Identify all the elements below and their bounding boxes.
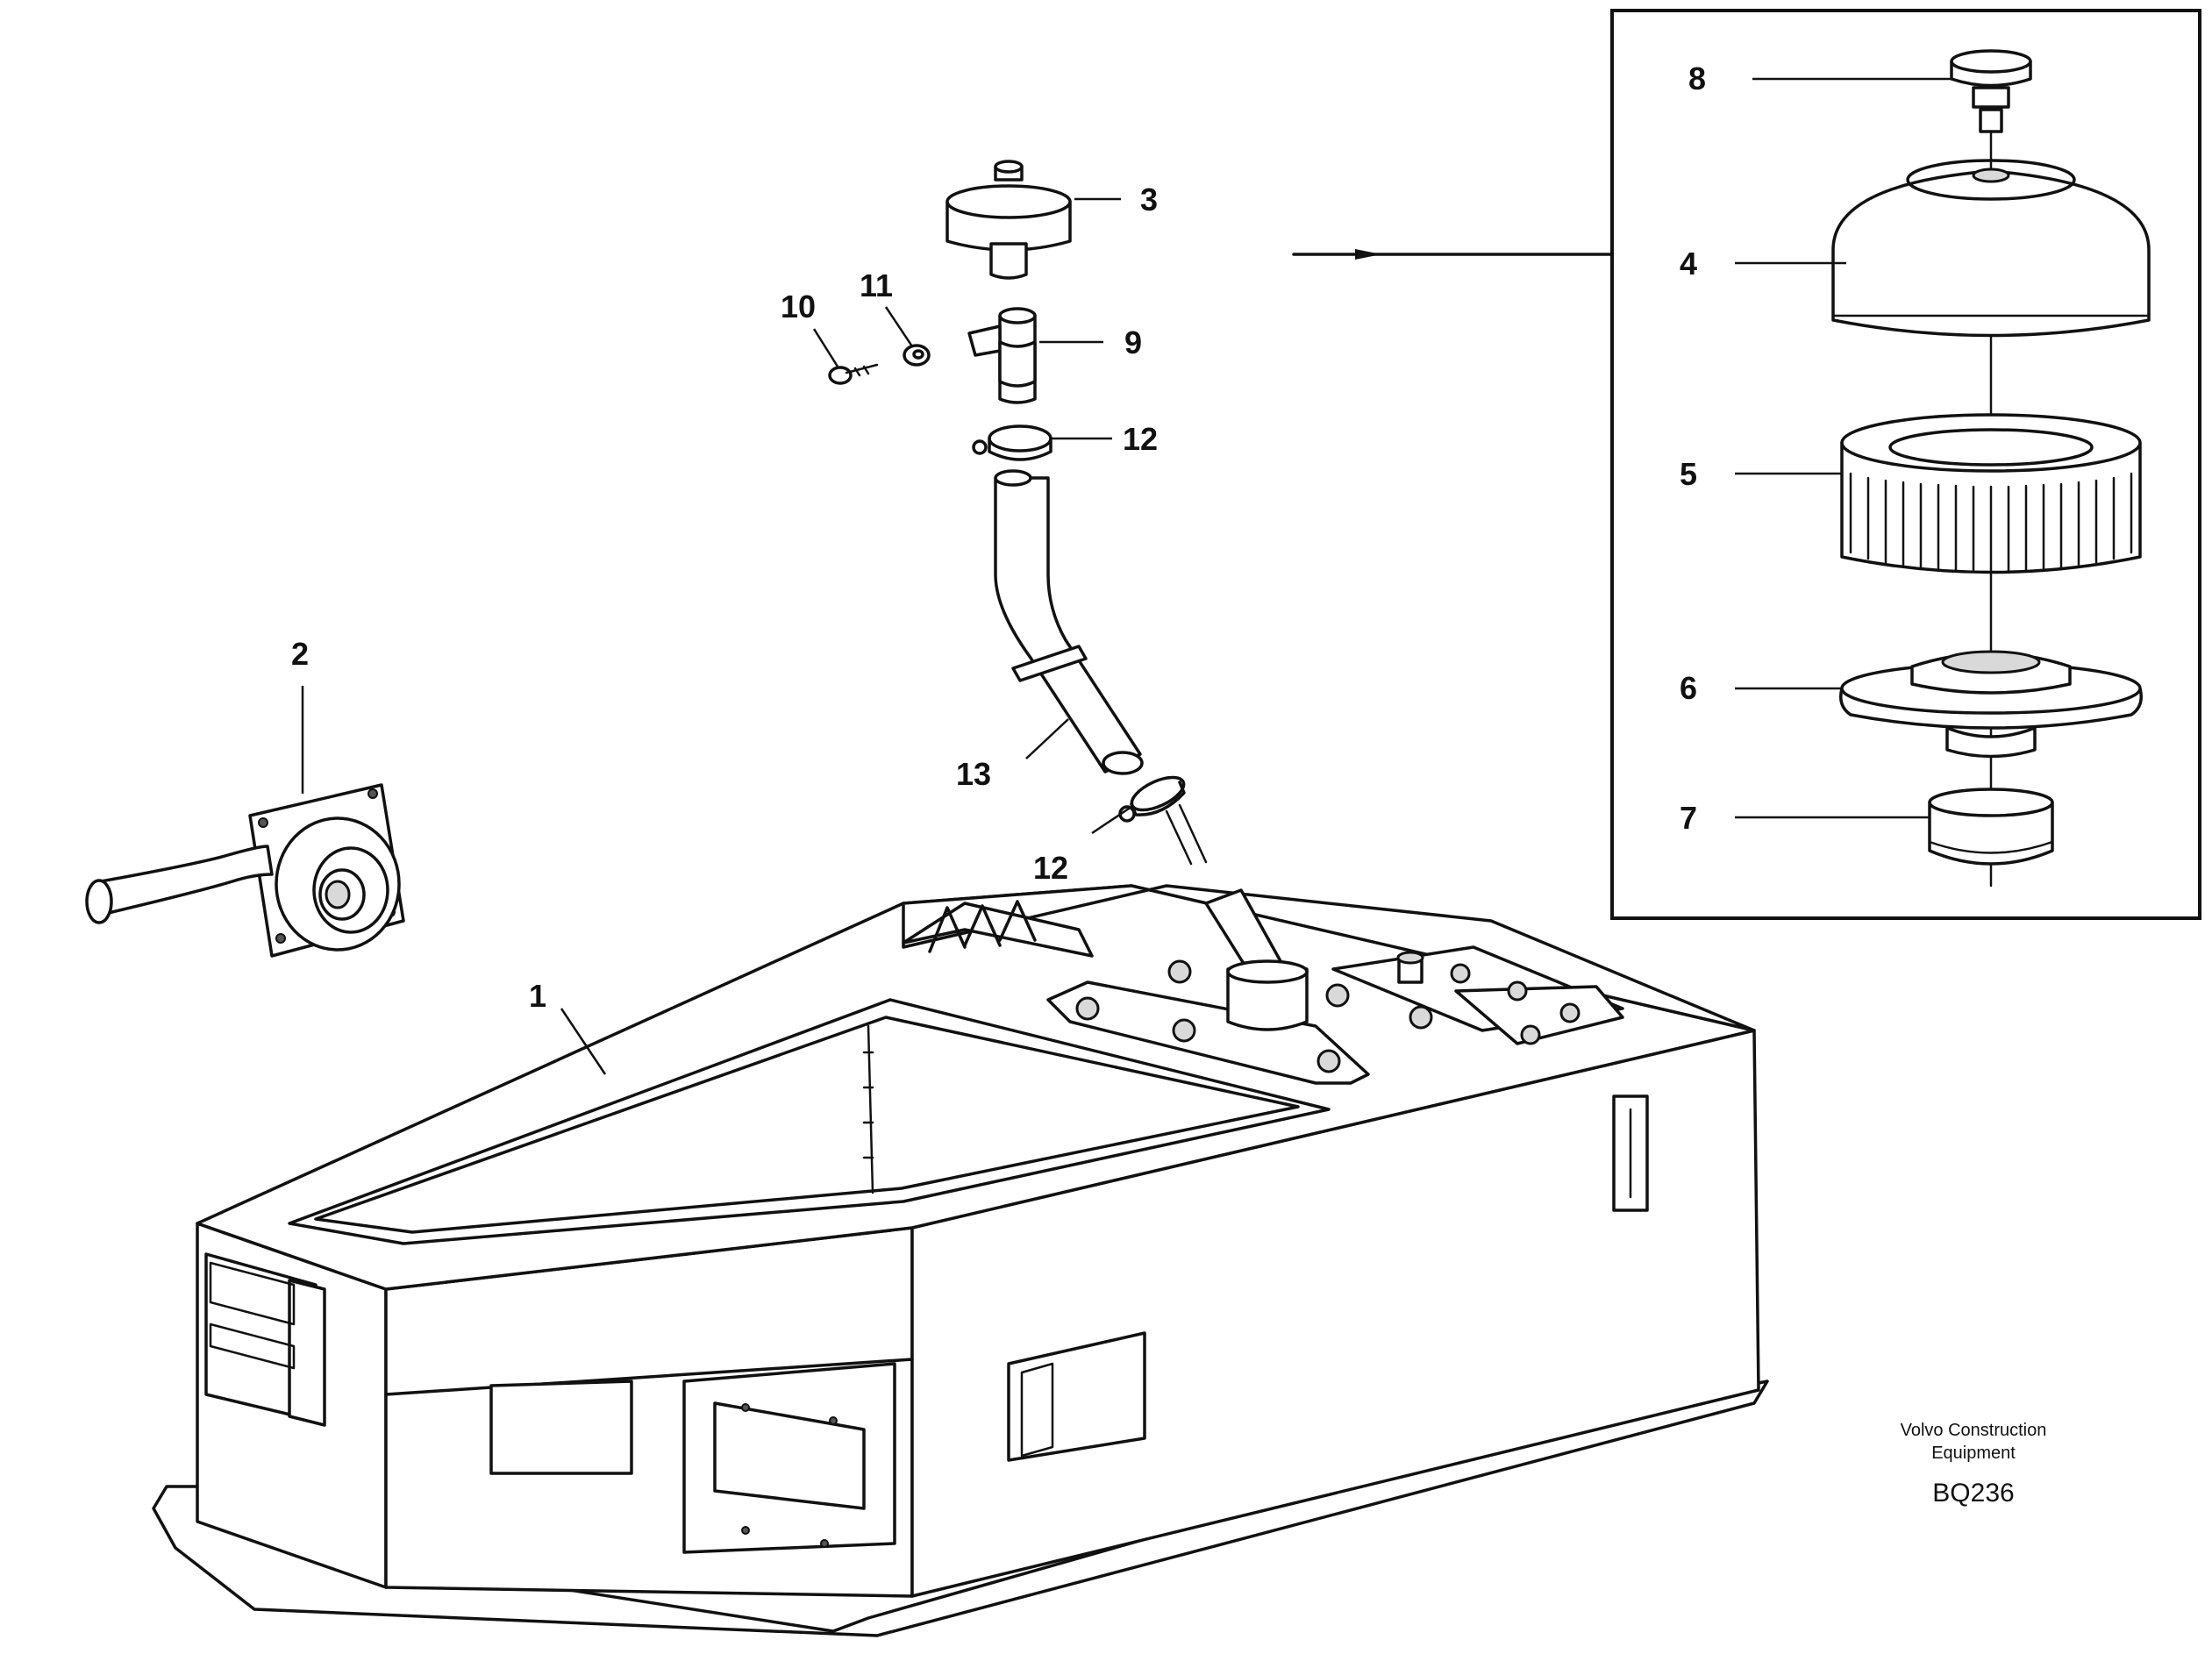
hose (994, 469, 1144, 775)
filter-base (1839, 650, 2143, 759)
breather-connector (85, 783, 405, 958)
callout-labels: 1 2 3 4 5 6 7 8 9 10 11 12 12 13 (291, 61, 1706, 1014)
callout-9: 9 (1124, 324, 1142, 360)
company-name-line2: Equipment (1931, 1444, 2016, 1463)
bolt (828, 363, 879, 385)
hose-adapter (967, 307, 1037, 404)
leader-lines (301, 77, 1952, 1075)
drawing-code: BQ236 (1932, 1479, 2014, 1508)
drawing-footer: Volvo Construction Equipment BQ236 (1901, 1421, 2047, 1508)
company-name-line1: Volvo Construction (1901, 1421, 2047, 1440)
callout-12-upper: 12 (1123, 421, 1158, 457)
filter-cover (1831, 159, 2151, 338)
callout-7: 7 (1680, 800, 1697, 836)
callout-10: 10 (781, 289, 816, 324)
filter-element (1840, 413, 2142, 574)
filter-adapter-ring (1928, 788, 2054, 866)
callout-5: 5 (1680, 456, 1697, 492)
callout-13: 13 (956, 756, 991, 792)
hose-clamp-lower (1118, 775, 1208, 866)
washer (903, 344, 931, 367)
wing-nut (1950, 49, 2032, 133)
callout-8: 8 (1688, 61, 1706, 96)
air-filter-housing (945, 160, 1072, 280)
callout-12-lower: 12 (1033, 850, 1068, 886)
hose-clamp-upper (972, 424, 1052, 461)
hydraulic-tank (152, 884, 1769, 1637)
callout-1: 1 (529, 978, 546, 1014)
callout-3: 3 (1140, 182, 1158, 217)
callout-2: 2 (291, 636, 309, 672)
callout-11: 11 (860, 267, 893, 303)
callout-4: 4 (1680, 246, 1697, 282)
callout-6: 6 (1680, 670, 1697, 706)
